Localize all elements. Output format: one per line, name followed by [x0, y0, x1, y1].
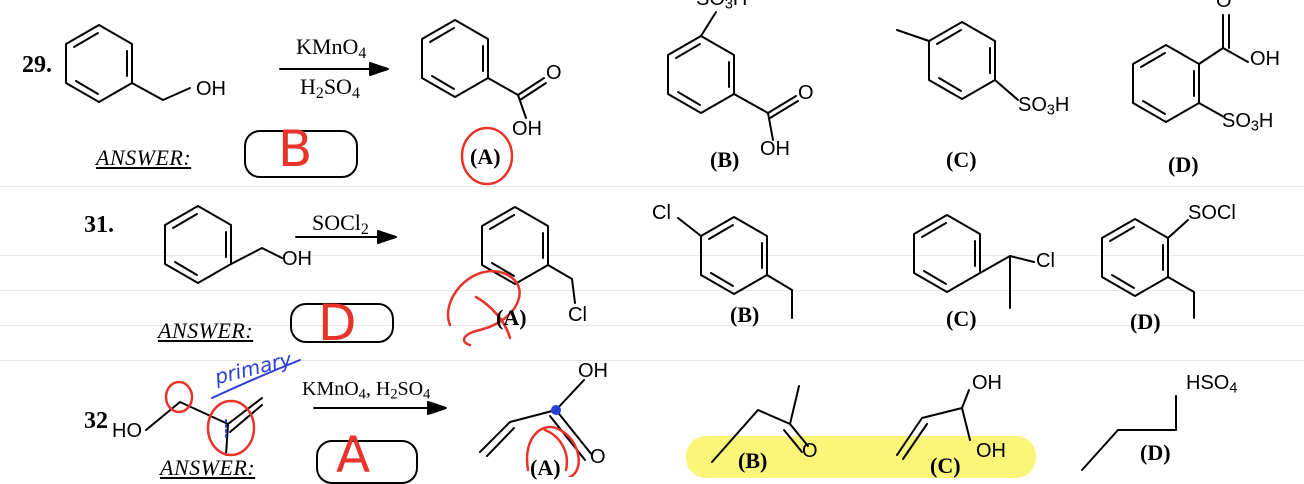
- q32-reaction-arrow: [313, 401, 447, 415]
- atom-label: SO3H: [1018, 94, 1070, 119]
- answer-label: ANSWER:: [160, 455, 256, 480]
- atom-label: OH: [1250, 48, 1280, 70]
- choice-label-c: (C): [946, 306, 977, 331]
- handwritten-answer: D: [318, 294, 357, 352]
- choice-label-d: (D): [1168, 152, 1199, 177]
- choice-label-c: (C): [930, 453, 961, 478]
- divider-line: [0, 360, 1304, 361]
- q32-start-molecule: [145, 397, 263, 456]
- atom-label: O: [590, 446, 606, 468]
- atom-label: SO3H: [696, 0, 747, 13]
- blue-dot-marker: [551, 405, 561, 415]
- atom-label: OH: [282, 248, 312, 270]
- q29-reaction-arrow: [279, 62, 389, 76]
- question-number: 32: [84, 408, 108, 434]
- answer-box[interactable]: [244, 130, 358, 178]
- reagent-label: SOCl2: [312, 210, 369, 238]
- atom-label: OH: [196, 78, 226, 100]
- q31-choice-b-molecule: [677, 216, 793, 319]
- q32-choice-c-molecule: [896, 389, 971, 460]
- atom-label: HO: [112, 420, 142, 442]
- q32-choice-a-molecule: [479, 379, 593, 461]
- choice-label-d: (D): [1130, 309, 1161, 334]
- atom-label: Cl: [652, 202, 671, 224]
- choice-label-a: (A): [530, 455, 561, 480]
- atom-label: OH: [972, 372, 1002, 394]
- q31-choice-a-molecule: [481, 206, 576, 304]
- divider-line: [0, 325, 1304, 326]
- q29-choice-c-molecule: [896, 21, 1019, 101]
- answer-box[interactable]: [290, 303, 394, 343]
- divider-line: [0, 290, 1304, 291]
- choice-label-a: (A): [496, 305, 527, 330]
- reagent-label: H2SO4: [300, 74, 360, 102]
- reagent-label: KMnO4, H2SO4: [302, 378, 431, 403]
- divider-line: [0, 255, 1304, 256]
- atom-label: O: [798, 82, 814, 104]
- q29-choice-a-molecule: [421, 19, 547, 119]
- answer-label: ANSWER:: [158, 318, 254, 343]
- divider-line: [0, 186, 1304, 187]
- q32-choice-d-molecule: [1081, 395, 1177, 471]
- reagent-label: KMnO4: [296, 34, 367, 62]
- handwritten-answer: A: [336, 426, 371, 484]
- atom-label: OH: [976, 440, 1006, 462]
- blue-annotations: [211, 359, 301, 439]
- q32-choice-b-molecule: [711, 385, 809, 463]
- red-annotations: [164, 126, 580, 477]
- answer-label: ANSWER:: [96, 145, 192, 170]
- handwritten-answer: B: [278, 120, 313, 178]
- q31-reaction-arrow: [295, 230, 397, 244]
- choice-label-b: (B): [710, 147, 740, 172]
- choice-label-c: (C): [946, 147, 977, 172]
- atom-label: O: [802, 440, 818, 462]
- highlight-marker: [686, 436, 1036, 478]
- q31-choice-c-molecule: [913, 214, 1035, 309]
- choice-label-d: (D): [1140, 440, 1171, 465]
- choice-label-b: (B): [738, 448, 768, 473]
- q31-choice-d-molecule: [1101, 218, 1195, 319]
- question-number: 31.: [84, 212, 114, 238]
- atom-label: SO3H: [1222, 110, 1274, 135]
- q29-choice-d-molecule: [1132, 14, 1249, 123]
- atom-label: O: [546, 62, 562, 84]
- q29-start-molecule: [65, 24, 191, 103]
- atom-label: OH: [760, 138, 790, 160]
- atom-label: Cl: [1036, 250, 1055, 272]
- atom-label: OH: [578, 360, 608, 382]
- q31-start-molecule: [164, 205, 283, 284]
- atom-label: OH: [512, 118, 542, 140]
- atom-label: SOCl: [1188, 202, 1236, 224]
- choice-label-b: (B): [730, 302, 760, 327]
- choice-label-a: (A): [470, 144, 501, 169]
- atom-label: HSO4: [1186, 372, 1238, 397]
- atom-label: O: [1216, 0, 1232, 12]
- atom-label: Cl: [568, 304, 587, 326]
- q29-choice-b-molecule: [667, 11, 799, 141]
- question-number: 29.: [22, 52, 52, 78]
